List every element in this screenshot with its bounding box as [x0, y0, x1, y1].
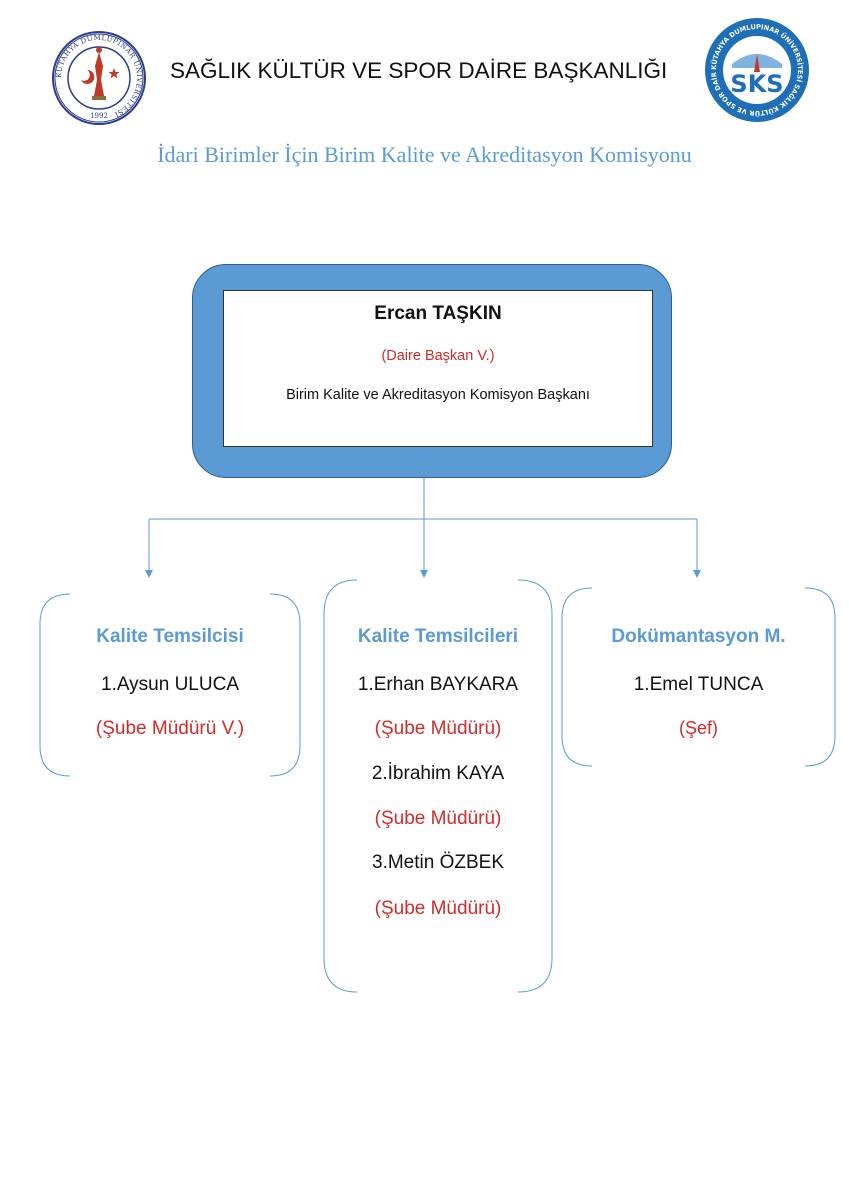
sks-letters: SKS: [730, 70, 783, 98]
bracket-middle-close: [517, 579, 553, 993]
branch-title: Dokümantasyon M.: [611, 626, 786, 647]
seal-year: 1992: [90, 112, 108, 120]
bracket-middle-open: [323, 579, 358, 993]
head-description: Birim Kalite ve Akreditasyon Komisyon Ba…: [286, 387, 590, 403]
sks-logo-icon: KÜTAHYA DUMLUPINAR ÜNİVERSİTESİ SAĞLIK K…: [702, 14, 809, 122]
member-role: (Şube Müdürü): [374, 718, 502, 739]
member-name: 1.Aysun ULUCA: [101, 674, 239, 695]
branch-quality-representative: Kalite Temsilcisi 1.Aysun ULUCA (Şube Mü…: [40, 594, 300, 776]
university-seal-icon: KÜTAHYA DUMLUPINAR ÜNİVERSİTESİ 1992: [52, 31, 146, 125]
head-role: (Daire Başkan V.): [381, 348, 495, 364]
bracket-right-close: [804, 587, 836, 767]
member-name: 1.Erhan BAYKARA: [357, 674, 519, 695]
page-title: SAĞLIK KÜLTÜR VE SPOR DAİRE BAŞKANLIĞI: [170, 58, 668, 83]
head-name: Ercan TAŞKIN: [374, 303, 502, 324]
head-box: Ercan TAŞKIN (Daire Başkan V.) Birim Kal…: [223, 290, 653, 447]
member-name: 3.Metin ÖZBEK: [372, 852, 504, 873]
member-role: (Şef): [678, 718, 718, 738]
page-subtitle: İdari Birimler İçin Birim Kalite ve Akre…: [157, 142, 692, 167]
bracket-left-open: [39, 593, 71, 777]
member-role: (Şube Müdürü): [374, 808, 502, 829]
branch-quality-representatives: Kalite Temsilcileri 1.Erhan BAYKARA (Şub…: [324, 580, 552, 992]
bracket-left-close: [269, 593, 301, 777]
member-name: 1.Emel TUNCA: [633, 674, 764, 695]
member-role: (Şube Müdürü): [374, 898, 502, 919]
member-role: (Şube Müdürü V.): [95, 718, 245, 739]
branch-title: Kalite Temsilcileri: [357, 626, 519, 647]
branch-title: Kalite Temsilcisi: [96, 626, 244, 647]
bracket-right-open: [561, 587, 593, 767]
branch-documentation: Dokümantasyon M. 1.Emel TUNCA (Şef): [562, 588, 835, 766]
member-name: 2.İbrahim KAYA: [371, 763, 505, 784]
